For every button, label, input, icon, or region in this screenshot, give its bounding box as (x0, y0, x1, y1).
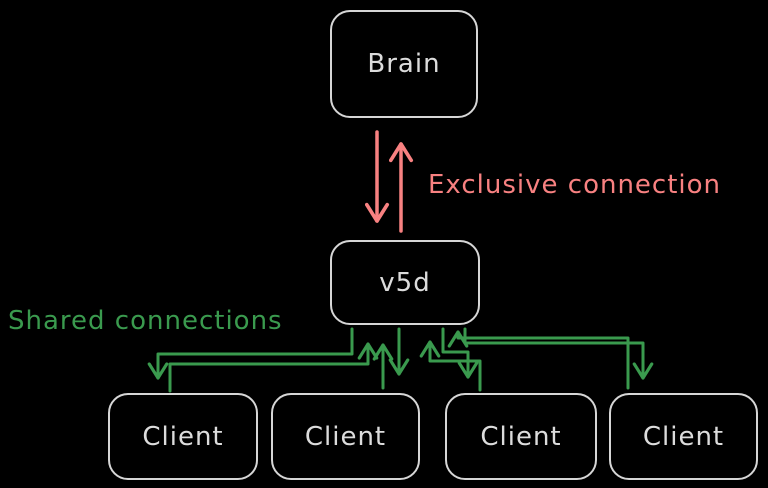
arrow-client1-to-v5d (168, 342, 379, 393)
node-brain: Brain (330, 10, 478, 118)
node-client-2: Client (271, 393, 420, 480)
node-client-3-label: Client (480, 421, 562, 452)
node-brain-label: Brain (367, 49, 441, 79)
node-v5d: v5d (330, 240, 480, 325)
arrow-client4-to-v5d (447, 330, 630, 390)
node-client-4-label: Client (642, 421, 725, 452)
node-client-1-label: Client (142, 421, 224, 452)
arrow-v5d-to-client4 (463, 327, 654, 380)
node-client-3: Client (445, 393, 597, 480)
node-v5d-label: v5d (379, 267, 431, 298)
arrow-v5d-to-client3 (441, 327, 479, 379)
node-client-4: Client (609, 393, 758, 480)
node-client-2-label: Client (304, 421, 387, 452)
exclusive-connection-label: Exclusive connection (428, 170, 722, 200)
node-client-1: Client (108, 393, 258, 480)
arrow-v5d-to-client1 (147, 327, 354, 380)
shared-connections-label: Shared connections (8, 306, 283, 336)
arrow-client3-to-v5d (419, 340, 482, 392)
